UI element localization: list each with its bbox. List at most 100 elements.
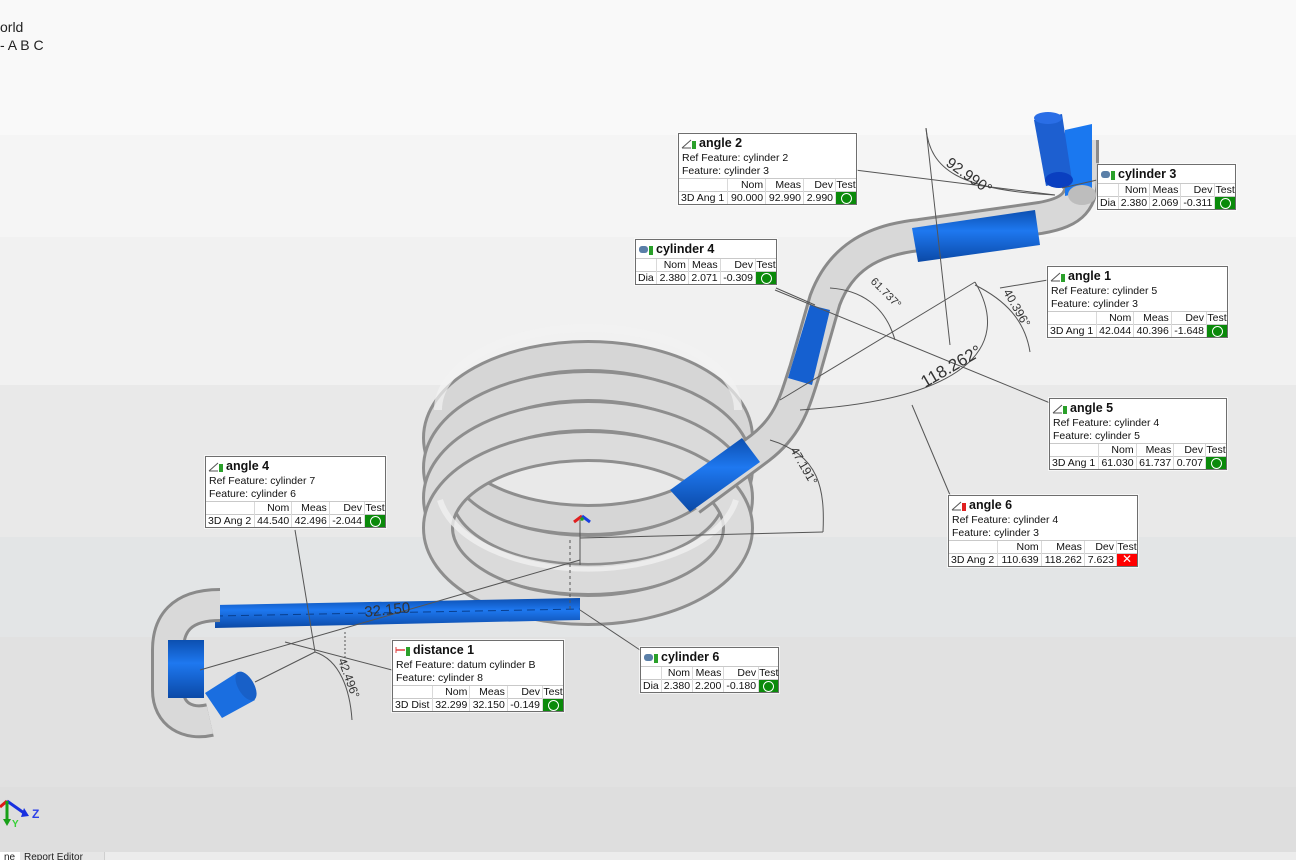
deviation-value: 2.990 <box>803 191 836 204</box>
cylinder-8-feature[interactable] <box>168 640 204 698</box>
coordinate-system-label: orld <box>0 19 24 35</box>
cylinder-5-feature[interactable] <box>670 438 760 512</box>
feature-text: Feature: cylinder 8 <box>396 672 483 684</box>
header-test: Test <box>835 178 856 192</box>
angle-icon <box>1052 402 1068 414</box>
header-dev: Dev <box>719 258 756 272</box>
header-nom: Nom <box>1097 443 1137 457</box>
header-nom: Nom <box>1117 183 1150 197</box>
pass-circle-icon <box>1219 197 1231 209</box>
nominal-value: 90.000 <box>727 191 766 204</box>
header-cell <box>949 540 998 554</box>
measured-value: 118.262 <box>1040 553 1085 566</box>
angle-dimension-label: 47.191° <box>787 445 820 488</box>
angle-1-dimension-label: 40.396° <box>1000 287 1033 330</box>
tab-scene[interactable]: ne <box>0 852 21 860</box>
callout-title: cylinder 6 <box>661 650 720 664</box>
header-meas: Meas <box>1040 540 1085 554</box>
nominal-value: 2.380 <box>660 679 693 692</box>
feature-text: Feature: cylinder 3 <box>952 527 1039 539</box>
header-dev: Dev <box>1180 183 1215 197</box>
tube-riser[interactable] <box>670 112 1099 514</box>
header-nom: Nom <box>431 685 470 699</box>
ref-feature-text: Ref Feature: cylinder 4 <box>952 514 1059 526</box>
callout-title: angle 5 <box>1070 401 1114 415</box>
axis-z-label: Z <box>32 807 40 821</box>
cylinder-2-feature[interactable] <box>912 210 1040 262</box>
cylinder-1-feature[interactable] <box>1034 114 1072 186</box>
pass-circle-icon <box>1210 457 1222 469</box>
callout-title: cylinder 4 <box>656 242 715 256</box>
viewport-bg-band <box>0 787 1296 852</box>
nominal-value: 2.380 <box>1117 196 1150 209</box>
view-orientation-triad[interactable]: Z Y <box>0 795 50 835</box>
ref-feature-text: Ref Feature: datum cylinder B <box>396 659 536 671</box>
header-cell <box>1098 183 1119 197</box>
ref-feature-text: Ref Feature: cylinder 5 <box>1051 285 1158 297</box>
header-cell <box>1050 443 1099 457</box>
header-dev: Dev <box>1083 540 1117 554</box>
header-dev: Dev <box>328 501 365 515</box>
angle-2-dimension-label: 92.990° <box>943 154 995 198</box>
row-label: 3D Dist <box>393 698 433 711</box>
callout-title: angle 4 <box>226 459 270 473</box>
header-dev: Dev <box>723 666 759 680</box>
deviation-value: 7.623 <box>1083 553 1117 566</box>
angle-icon <box>681 137 697 149</box>
header-meas: Meas <box>687 258 721 272</box>
measured-value: 2.200 <box>692 679 724 692</box>
callout-title: angle 6 <box>969 498 1013 512</box>
header-cell <box>206 501 255 515</box>
distance-icon <box>395 644 411 656</box>
deviation-value: -2.044 <box>328 514 365 527</box>
row-label: Dia <box>1098 196 1119 209</box>
callout-distance-1[interactable]: distance 1 Ref Feature: datum cylinder B… <box>392 640 564 712</box>
nominal-value: 2.380 <box>656 271 689 284</box>
pass-circle-icon <box>547 699 559 711</box>
header-dev: Dev <box>506 685 543 699</box>
tab-report-editor[interactable]: Report Editor <box>20 852 105 860</box>
callout-angle-4[interactable]: angle 4 Ref Feature: cylinder 7 Feature:… <box>205 456 386 528</box>
test-fail-indicator: ✕ <box>1116 553 1137 566</box>
deviation-value: -0.311 <box>1180 196 1215 209</box>
ref-feature-text: Ref Feature: cylinder 4 <box>1053 417 1160 429</box>
header-cell <box>393 685 433 699</box>
nominal-value: 32.299 <box>431 698 470 711</box>
row-label: 3D Ang 1 <box>1048 324 1097 337</box>
deviation-value: -1.648 <box>1170 324 1207 337</box>
header-nom: Nom <box>1095 311 1134 325</box>
callout-angle-2[interactable]: angle 2 Ref Feature: cylinder 2 Feature:… <box>678 133 857 205</box>
pass-circle-icon <box>369 515 381 527</box>
tube-left-hook[interactable] <box>151 588 261 739</box>
header-test: Test <box>364 501 385 515</box>
cylinder-icon <box>1100 168 1116 180</box>
header-test: Test <box>1116 540 1137 554</box>
tube-coil[interactable] <box>422 324 754 626</box>
cylinder-icon <box>638 243 654 255</box>
measured-value: 32.150 <box>469 698 508 711</box>
cylinder-4-feature[interactable] <box>788 305 830 385</box>
callout-angle-1[interactable]: angle 1 Ref Feature: cylinder 5 Feature:… <box>1047 266 1228 338</box>
callout-angle-5[interactable]: angle 5 Ref Feature: cylinder 4 Feature:… <box>1049 398 1227 470</box>
feature-text: Feature: cylinder 3 <box>1051 298 1138 310</box>
pass-circle-icon <box>840 192 852 204</box>
callout-angle-6[interactable]: angle 6 Ref Feature: cylinder 4 Feature:… <box>948 495 1138 567</box>
deviation-value: 0.707 <box>1173 456 1206 469</box>
header-test: Test <box>542 685 563 699</box>
header-meas: Meas <box>1149 183 1181 197</box>
bottom-tab-bar: ne Report Editor <box>0 852 1296 860</box>
header-meas: Meas <box>291 501 330 515</box>
